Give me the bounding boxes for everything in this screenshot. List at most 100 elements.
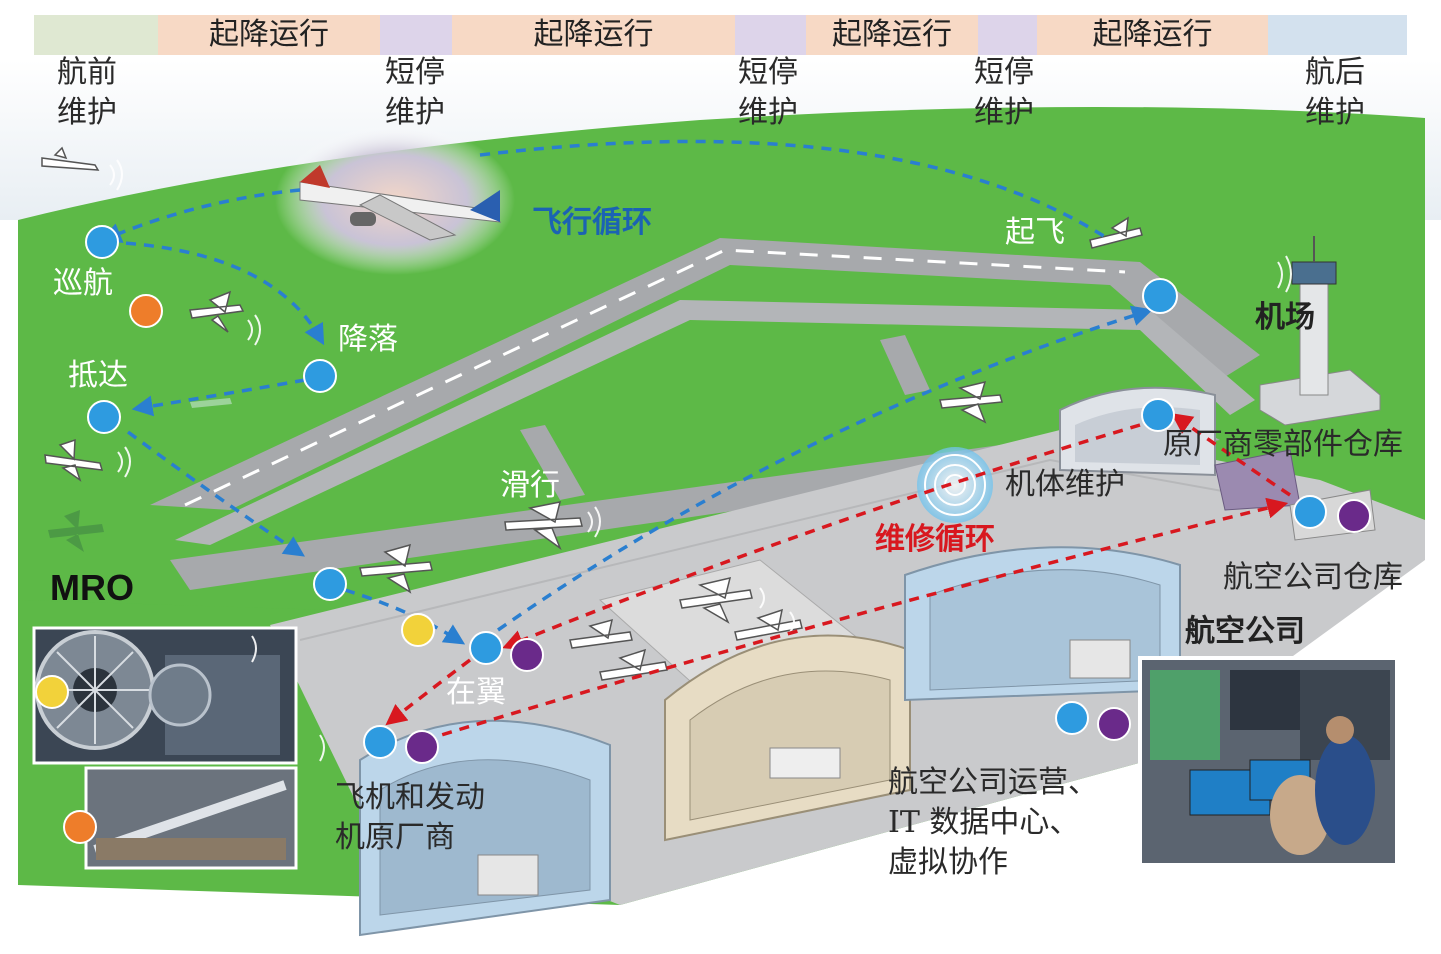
label-ops-line3: 虚拟协作	[888, 845, 1008, 880]
timeline-segment: 起降运行	[452, 15, 735, 55]
apron-line	[299, 458, 1301, 641]
flight-cycle-title: 飞行循环	[532, 205, 652, 240]
hangar-right	[904, 546, 1181, 702]
label-oem-warehouse: 原厂商零部件仓库	[1163, 427, 1403, 462]
runway-centerline	[184, 248, 1126, 507]
path-onwing-to-takeoff	[497, 305, 1154, 632]
plane-icon-left-1	[44, 438, 104, 482]
label-airframe: 机体维护	[1005, 467, 1125, 502]
airliner-photo-icon	[299, 165, 502, 241]
path-takeoff-arc	[479, 139, 1111, 242]
mro-engine-photo	[32, 626, 298, 765]
node-warehouse-purple	[1337, 499, 1371, 533]
maintenance-cycle-title: 维修循环	[875, 522, 995, 557]
timeline-segment	[34, 15, 158, 55]
connector-1	[520, 425, 585, 500]
timeline-segment: 起降运行	[806, 15, 978, 55]
path-taxi-to-onwing	[344, 588, 466, 645]
timeline-segment	[978, 15, 1037, 55]
stage-transit-2: 短停 维护	[738, 53, 798, 133]
timeline-bar: 起降运行 起降运行 起降运行 起降运行	[0, 0, 1441, 60]
path-onwing-to-oem	[385, 658, 472, 726]
timeline-segment	[1268, 15, 1407, 55]
control-tower	[1259, 236, 1381, 426]
plane-icon-left-2	[48, 510, 104, 552]
node-yellow	[401, 613, 435, 647]
label-cruise: 巡航	[53, 266, 113, 301]
stage-preflight: 航前 维护	[57, 53, 117, 133]
node-ops-blue	[1055, 701, 1089, 735]
path-landing-to-arrival	[131, 378, 306, 417]
plane-icon-top-left	[41, 146, 100, 171]
stage-preflight-line1: 航前	[57, 55, 117, 90]
stage-transit-2-line1: 短停	[738, 55, 798, 90]
path-arrival-to-taxi	[126, 430, 305, 557]
label-airline: 航空公司	[1185, 614, 1305, 649]
timeline-segment	[380, 15, 452, 55]
timeline-segment: 起降运行	[158, 15, 380, 55]
plane-icon-apron-1	[359, 543, 433, 594]
stage-transit-3-line1: 短停	[974, 55, 1034, 90]
node-mro-yellow	[35, 675, 69, 709]
stage-postflight-line1: 航后	[1305, 55, 1365, 90]
airline-ops-photo	[1138, 656, 1399, 867]
label-takeoff: 起飞	[1005, 215, 1065, 250]
connector-2	[880, 335, 930, 395]
node-onwing-purple	[510, 638, 544, 672]
label-ops-line2: IT 数据中心、	[888, 805, 1080, 840]
plane-icon-runway	[939, 380, 1003, 424]
plane-icon-gate-1	[679, 576, 753, 624]
stage-transit-1-line1: 短停	[385, 55, 445, 90]
node-arrival	[87, 400, 121, 434]
label-ops-line1: 航空公司运营、	[888, 765, 1098, 800]
label-onwing: 在翼	[446, 675, 506, 710]
plane-icon-gate-2	[734, 608, 803, 641]
flight-cycle-paths	[100, 139, 1154, 645]
node-ops-purple	[1097, 707, 1131, 741]
plane-icon-taxi	[504, 501, 583, 551]
mro-hangar-photo	[84, 766, 298, 870]
path-airframe-to-onwing	[502, 423, 1141, 651]
path-photo-to-cruise	[100, 188, 301, 243]
label-airline-ops: 航空公司运营、 IT 数据中心、 虚拟协作	[888, 763, 1098, 883]
node-landing	[303, 359, 337, 393]
node-taxi	[313, 567, 347, 601]
label-arrival: 抵达	[68, 358, 128, 393]
maintenance-cycle-paths	[385, 413, 1291, 742]
stage-preflight-line2: 维护	[57, 95, 117, 130]
stage-transit-3: 短停 维护	[974, 53, 1034, 133]
stage-transit-3-line2: 维护	[974, 95, 1034, 130]
stage-transit-1: 短停 维护	[385, 53, 445, 133]
timeline-segment: 起降运行	[1037, 15, 1268, 55]
node-cruise	[85, 225, 119, 259]
label-taxi: 滑行	[500, 468, 560, 503]
node-mro-orange-1	[129, 294, 163, 328]
timeline-segment	[735, 15, 806, 55]
hangar-left	[359, 719, 611, 937]
node-oem	[363, 725, 397, 759]
stage-postflight-line2: 维护	[1305, 95, 1365, 130]
label-airport: 机场	[1255, 300, 1315, 335]
label-landing: 降落	[338, 322, 398, 357]
plane-icon-gate-3	[569, 618, 633, 649]
plane-icon-takeoff	[1089, 216, 1143, 249]
stage-transit-2-line2: 维护	[738, 95, 798, 130]
path-cruise-to-landing	[107, 240, 325, 346]
label-oem-line2: 机原厂商	[335, 820, 455, 855]
stage-transit-1-line2: 维护	[385, 95, 445, 130]
node-onwing	[469, 631, 503, 665]
label-oem: 飞机和发动 机原厂商	[335, 778, 485, 858]
node-takeoff	[1142, 278, 1178, 314]
plane-icon-ghost	[190, 398, 232, 408]
signal-waves	[109, 159, 1292, 762]
node-airframe	[1141, 398, 1175, 432]
runway	[150, 238, 1260, 510]
label-airline-warehouse: 航空公司仓库	[1223, 560, 1403, 595]
node-mro-orange-2	[63, 810, 97, 844]
airframe-signal-ring	[917, 447, 993, 523]
hangar-center	[664, 634, 911, 842]
node-oem-purple	[405, 730, 439, 764]
plane-icon-cruise	[189, 290, 245, 333]
label-mro: MRO	[50, 567, 134, 608]
